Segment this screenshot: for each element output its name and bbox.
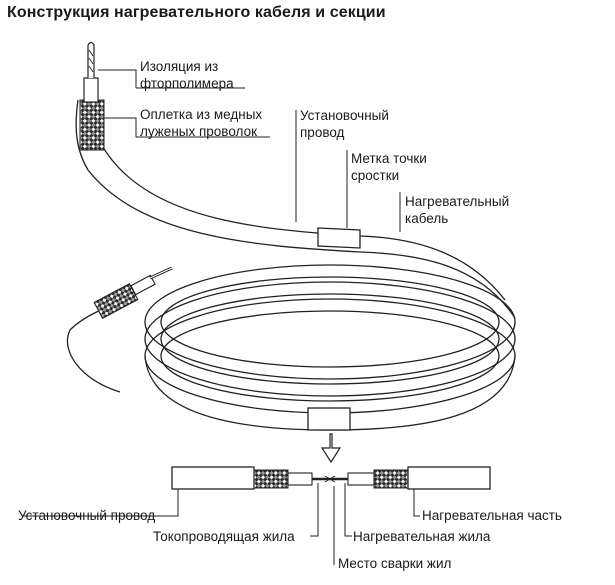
down-arrow [320,433,342,464]
label-install-wire-line2: провод [300,125,345,140]
label-braid-line1: Оплетка из медных [140,107,263,122]
label-heating-core: Нагревательная жила [353,529,491,544]
label-splice-mark: Метка точки сростки [351,150,427,184]
label-install-wire: Установочный провод [300,107,389,141]
label-insulation-line2: фторполимера [140,76,234,91]
braid-top [79,99,105,151]
label-conductor-core: Токопроводящая жила [153,529,295,544]
label-weld-point: Место сварки жил [338,556,452,571]
splice-marker-coil [307,407,351,431]
insulation-top [83,77,99,103]
cable-coil [144,264,516,414]
label-heating-cable: Нагревательный кабель [405,193,509,227]
diagram-title: Конструкция нагревательного кабеля и сек… [7,4,386,21]
label-insulation-line1: Изоляция из [140,59,219,74]
label-detail-install-wire: Установочный провод [18,508,156,523]
label-braid: Оплетка из медных луженых проволок [140,106,262,140]
label-splice-mark-line2: сростки [351,168,400,183]
label-heating-cable-line2: кабель [405,211,449,226]
label-braid-line2: луженых проволок [140,124,257,139]
label-heating-cable-line1: Нагревательный [405,194,510,209]
label-splice-mark-line1: Метка точки [351,151,427,166]
label-install-wire-line1: Установочный [300,108,389,123]
splice-marker [317,227,361,249]
label-insulation: Изоляция из фторполимера [140,58,234,92]
section-detail [171,466,491,490]
label-heating-part: Нагревательная часть [422,508,562,523]
